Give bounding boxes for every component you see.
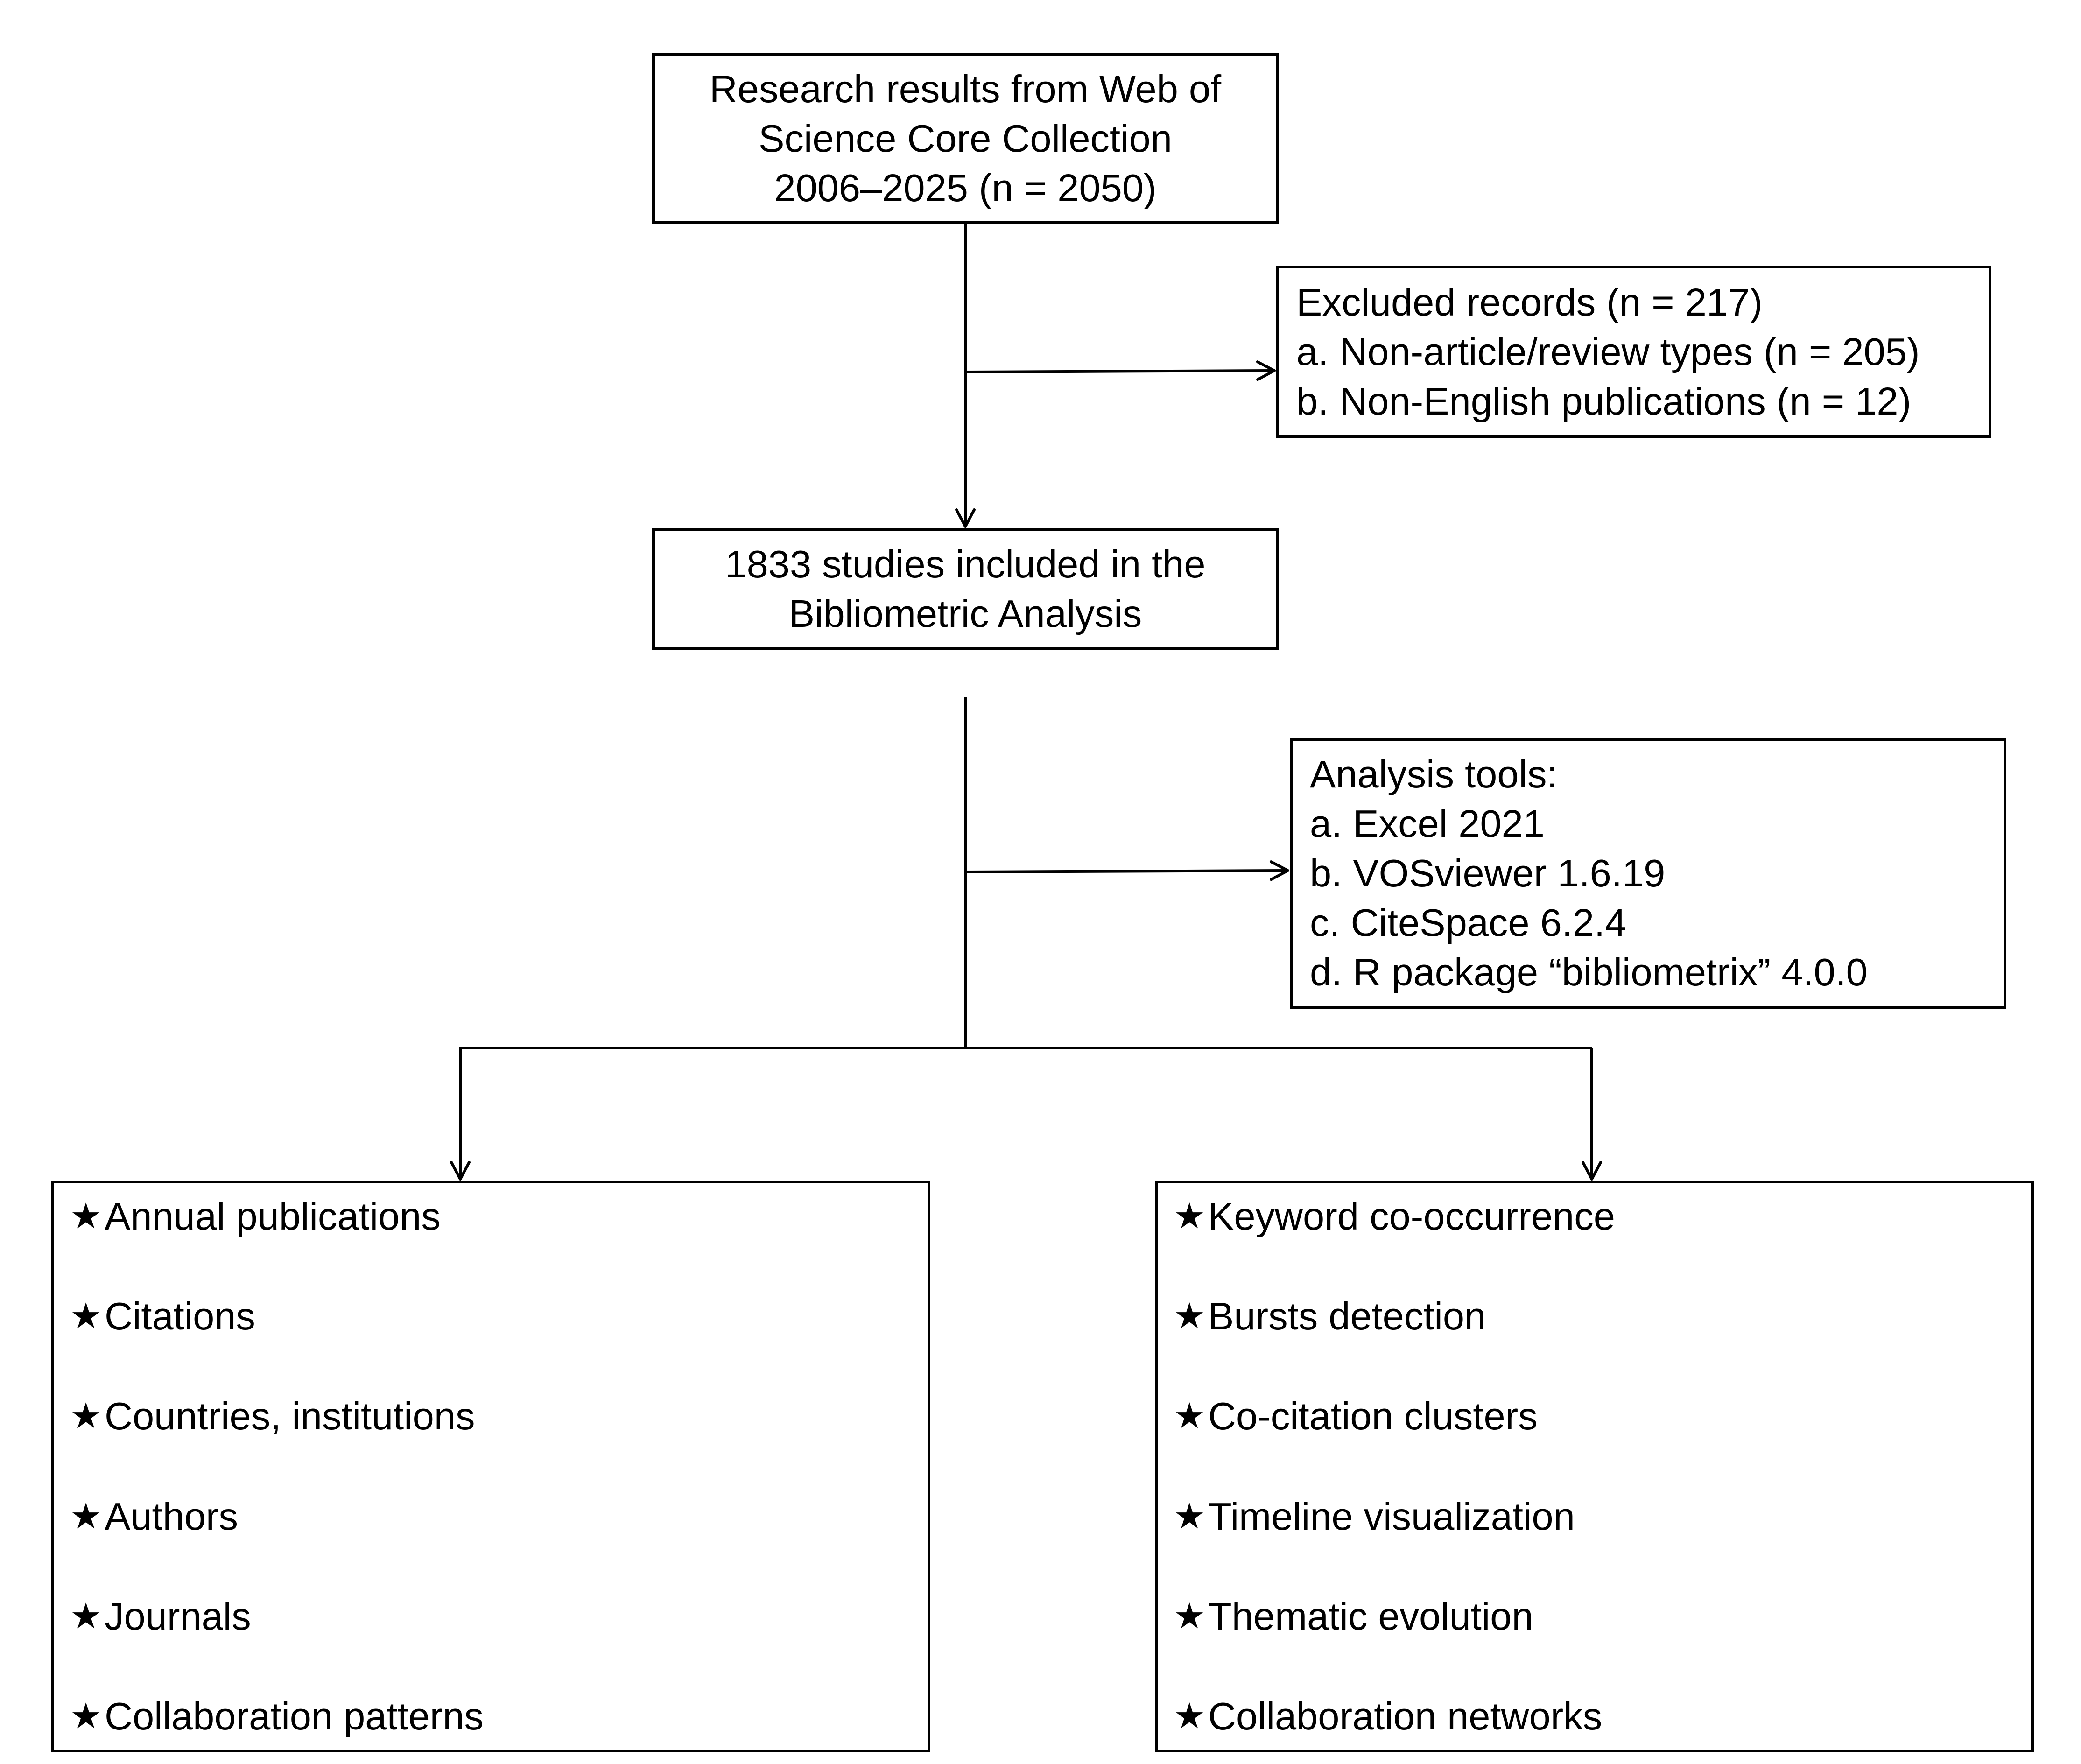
arrow-to-tools xyxy=(965,860,1289,881)
star-icon: ★ xyxy=(1174,1496,1206,1536)
list-item-label: Annual publications xyxy=(105,1195,441,1238)
list-item: ★ Timeline visualization xyxy=(1174,1492,2031,1541)
included-line: 1833 studies included in the xyxy=(725,542,1206,586)
list-item: ★ Countries, institutions xyxy=(70,1392,928,1441)
included-line: Bibliometric Analysis xyxy=(788,591,1142,635)
list-item-label: Keyword co-occurrence xyxy=(1208,1195,1615,1238)
list-item-label: Authors xyxy=(105,1494,239,1538)
tools-line: b. VOSviewer 1.6.19 xyxy=(1310,851,1666,895)
left-analysis-list: ★ Annual publications ★ Citations ★ Coun… xyxy=(51,1181,930,1752)
list-item-label: Co-citation clusters xyxy=(1208,1394,1538,1438)
list-item: ★ Collaboration patterns xyxy=(70,1692,928,1741)
star-icon: ★ xyxy=(70,1196,102,1236)
star-icon: ★ xyxy=(70,1396,102,1436)
excluded-box: Excluded records (n = 217) a. Non-articl… xyxy=(1276,266,1991,438)
analysis-tools-box: Analysis tools: a. Excel 2021 b. VOSview… xyxy=(1290,738,2006,1009)
list-item-label: Thematic evolution xyxy=(1208,1594,1533,1638)
star-icon: ★ xyxy=(70,1596,102,1636)
star-icon: ★ xyxy=(1174,1596,1206,1636)
tools-line: c. CiteSpace 6.2.4 xyxy=(1310,901,1627,944)
included-box: 1833 studies included in the Bibliometri… xyxy=(652,528,1279,650)
arrow-to-excluded xyxy=(965,360,1276,381)
list-item-label: Timeline visualization xyxy=(1208,1494,1575,1538)
list-item: ★ Keyword co-occurrence xyxy=(1174,1192,2031,1241)
source-line: 2006–2025 (n = 2050) xyxy=(774,166,1157,210)
right-analysis-list: ★ Keyword co-occurrence ★ Bursts detecti… xyxy=(1155,1181,2034,1752)
star-icon: ★ xyxy=(1174,1696,1206,1736)
list-item-label: Collaboration patterns xyxy=(105,1694,484,1738)
source-line: Science Core Collection xyxy=(759,117,1172,160)
tools-line: a. Excel 2021 xyxy=(1310,802,1545,845)
source-line: Research results from Web of xyxy=(709,67,1222,111)
list-item: ★ Authors xyxy=(70,1492,928,1541)
list-item-label: Bursts detection xyxy=(1208,1294,1486,1338)
list-item: ★ Co-citation clusters xyxy=(1174,1392,2031,1441)
list-item-label: Citations xyxy=(105,1294,255,1338)
list-item: ★ Bursts detection xyxy=(1174,1292,2031,1341)
star-icon: ★ xyxy=(1174,1296,1206,1336)
tools-line: Analysis tools: xyxy=(1310,752,1558,796)
list-item: ★ Annual publications xyxy=(70,1192,928,1241)
excluded-line: a. Non-article/review types (n = 205) xyxy=(1296,330,1920,373)
list-item: ★ Collaboration networks xyxy=(1174,1692,2031,1741)
list-item-label: Countries, institutions xyxy=(105,1394,475,1438)
star-icon: ★ xyxy=(1174,1396,1206,1436)
list-item-label: Collaboration networks xyxy=(1208,1694,1603,1738)
source-box: Research results from Web of Science Cor… xyxy=(652,53,1279,224)
star-icon: ★ xyxy=(70,1296,102,1336)
star-icon: ★ xyxy=(70,1696,102,1736)
list-item-label: Journals xyxy=(105,1594,251,1638)
excluded-line: Excluded records (n = 217) xyxy=(1296,280,1763,324)
list-item: ★ Thematic evolution xyxy=(1174,1592,2031,1641)
star-icon: ★ xyxy=(70,1496,102,1536)
tools-line: d. R package “bibliometrix” 4.0.0 xyxy=(1310,950,1868,994)
list-item: ★ Journals xyxy=(70,1592,928,1641)
star-icon: ★ xyxy=(1174,1196,1206,1236)
list-item: ★ Citations xyxy=(70,1292,928,1341)
excluded-line: b. Non-English publications (n = 12) xyxy=(1296,379,1912,423)
